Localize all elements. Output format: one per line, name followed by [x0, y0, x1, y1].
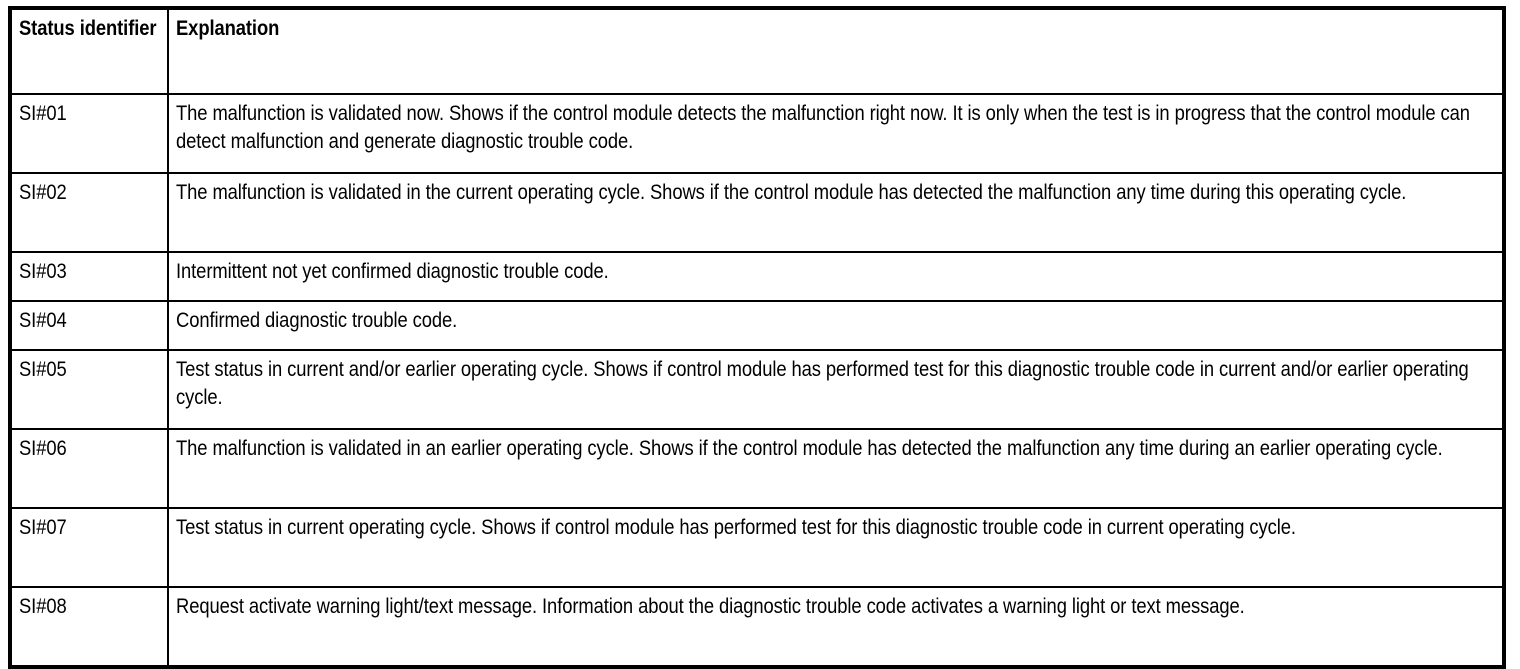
- explanation-text: The malfunction is validated in an earli…: [176, 436, 1443, 460]
- status-identifier-value: SI#07: [19, 515, 67, 539]
- page-container: Status identifier Explanation SI#01 The …: [8, 6, 1506, 669]
- table-row: SI#06 The malfunction is validated in an…: [9, 428, 1505, 509]
- explanation-text: Test status in current operating cycle. …: [176, 515, 1296, 539]
- status-identifier-value: SI#05: [19, 357, 67, 381]
- status-identifier-value: SI#02: [19, 180, 67, 204]
- table-row: SI#08 Request activate warning light/tex…: [9, 586, 1505, 668]
- cell-explanation: The malfunction is validated in an earli…: [167, 428, 1505, 509]
- table-body: SI#01 The malfunction is validated now. …: [9, 93, 1505, 668]
- cell-explanation: Confirmed diagnostic trouble code.: [167, 300, 1505, 351]
- explanation-text: Request activate warning light/text mess…: [176, 594, 1245, 618]
- status-identifier-table: Status identifier Explanation SI#01 The …: [8, 6, 1506, 669]
- cell-status-identifier: SI#02: [9, 172, 169, 253]
- cell-status-identifier: SI#07: [9, 507, 169, 588]
- cell-status-identifier: SI#05: [9, 349, 169, 430]
- cell-status-identifier: SI#01: [9, 93, 169, 174]
- table-row: SI#01 The malfunction is validated now. …: [9, 93, 1505, 174]
- cell-explanation: The malfunction is validated now. Shows …: [167, 93, 1505, 174]
- table-row: SI#05 Test status in current and/or earl…: [9, 349, 1505, 430]
- cell-explanation: Test status in current and/or earlier op…: [167, 349, 1505, 430]
- table-row: SI#03 Intermittent not yet confirmed dia…: [9, 251, 1505, 302]
- explanation-text: Intermittent not yet confirmed diagnosti…: [176, 259, 609, 283]
- explanation-text: The malfunction is validated now. Shows …: [176, 101, 1470, 153]
- cell-status-identifier: SI#08: [9, 586, 169, 668]
- status-identifier-value: SI#06: [19, 436, 67, 460]
- table-row: SI#02 The malfunction is validated in th…: [9, 172, 1505, 253]
- status-identifier-value: SI#03: [19, 259, 67, 283]
- column-header-explanation: Explanation: [167, 7, 1505, 95]
- cell-status-identifier: SI#03: [9, 251, 169, 302]
- cell-status-identifier: SI#04: [9, 300, 169, 351]
- table-header-row: Status identifier Explanation: [9, 7, 1505, 95]
- cell-explanation: Intermittent not yet confirmed diagnosti…: [167, 251, 1505, 302]
- cell-status-identifier: SI#06: [9, 428, 169, 509]
- table-row: SI#04 Confirmed diagnostic trouble code.: [9, 300, 1505, 351]
- cell-explanation: The malfunction is validated in the curr…: [167, 172, 1505, 253]
- explanation-text: Confirmed diagnostic trouble code.: [176, 308, 458, 332]
- column-header-status-identifier: Status identifier: [9, 7, 169, 95]
- table-header: Status identifier Explanation: [9, 7, 1505, 95]
- cell-explanation: Test status in current operating cycle. …: [167, 507, 1505, 588]
- explanation-text: Test status in current and/or earlier op…: [176, 357, 1469, 409]
- table-row: SI#07 Test status in current operating c…: [9, 507, 1505, 588]
- cell-explanation: Request activate warning light/text mess…: [167, 586, 1505, 668]
- column-header-status-identifier-label: Status identifier: [19, 16, 157, 40]
- status-identifier-value: SI#01: [19, 101, 67, 125]
- status-identifier-value: SI#04: [19, 308, 67, 332]
- explanation-text: The malfunction is validated in the curr…: [176, 180, 1407, 204]
- status-identifier-value: SI#08: [19, 594, 67, 618]
- column-header-explanation-label: Explanation: [176, 16, 280, 40]
